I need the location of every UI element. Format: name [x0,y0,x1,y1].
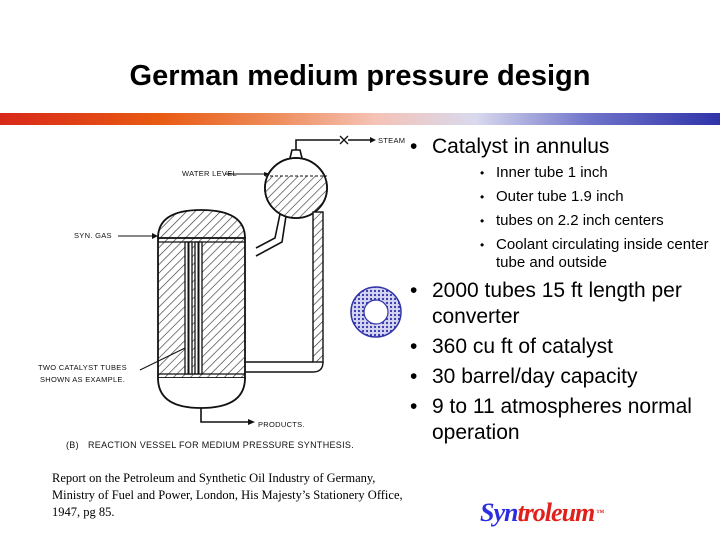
bullet-glyph: • [480,238,485,252]
sub-bullet-item: • Outer tube 1.9 inch [480,188,715,206]
source-citation: Report on the Petroleum and Synthetic Oi… [52,471,403,519]
bullet-glyph: • [410,365,418,388]
sub-bullet-text: Coolant circulating inside center tube a… [496,236,709,271]
bullet-glyph: • [480,214,485,228]
sub-bullet-list: • Inner tube 1 inch • Outer tube 1.9 inc… [480,164,715,272]
sub-bullet-text: Outer tube 1.9 inch [496,188,624,205]
bullet-item: • 2000 tubes 15 ft length per converter [410,278,715,330]
catalyst-tubes-label-line2: SHOWN AS EXAMPLE. [40,375,125,384]
sub-bullet-item: • Coolant circulating inside center tube… [480,236,715,272]
sub-bullet-text: Inner tube 1 inch [496,164,608,181]
bullet-text: 2000 tubes 15 ft length per converter [432,279,682,328]
logo-part-troleum: troleum [517,498,595,527]
bullet-text: 30 barrel/day capacity [432,365,638,388]
title-gradient-bar [0,113,720,125]
products-label: PRODUCTS. [258,420,305,429]
logo-part-syn: Syn [480,498,518,527]
catalyst-tubes [184,241,203,375]
bullet-item: • 30 barrel/day capacity [410,364,715,390]
bullet-text: 9 to 11 atmospheres normal operation [432,395,692,444]
steam-outlet [295,135,376,150]
slide-title: German medium pressure design [129,60,591,92]
syn-gas-label: SYN. GAS [74,231,112,240]
logo-trademark: ™ [596,508,604,517]
diagram-caption-marker: (B) [66,440,79,450]
bullet-glyph: • [410,279,418,302]
sub-bullet-text: tubes on 2.2 inch centers [496,212,664,229]
steam-drum [264,149,328,219]
annulus-cross-section-icon [350,286,402,338]
bullet-text: Catalyst in annulus [432,135,610,158]
steam-label: STEAM [378,136,405,145]
bullet-item: • 360 cu ft of catalyst [410,334,715,360]
bullet-list: • Catalyst in annulus • Inner tube 1 inc… [410,134,715,450]
bullet-glyph: • [410,395,418,418]
bullet-item: • Catalyst in annulus [410,134,715,160]
bullet-glyph: • [410,335,418,358]
catalyst-tubes-label-line1: TWO CATALYST TUBES [38,363,127,372]
diagram-caption: REACTION VESSEL FOR MEDIUM PRESSURE SYNT… [88,440,354,450]
reaction-vessel-diagram: STEAM WATER LEVEL SYN. GAS TWO CATALYST … [38,135,405,450]
bullet-text: 360 cu ft of catalyst [432,335,613,358]
bullet-item: • 9 to 11 atmospheres normal operation [410,394,715,446]
bullet-glyph: • [480,190,485,204]
water-level-label: WATER LEVEL [182,169,237,178]
downcomer-pipe [312,211,324,363]
bullet-glyph: • [480,166,485,180]
sub-bullet-item: • tubes on 2.2 inch centers [480,212,715,230]
sub-bullet-item: • Inner tube 1 inch [480,164,715,182]
bullet-glyph: • [410,135,418,158]
